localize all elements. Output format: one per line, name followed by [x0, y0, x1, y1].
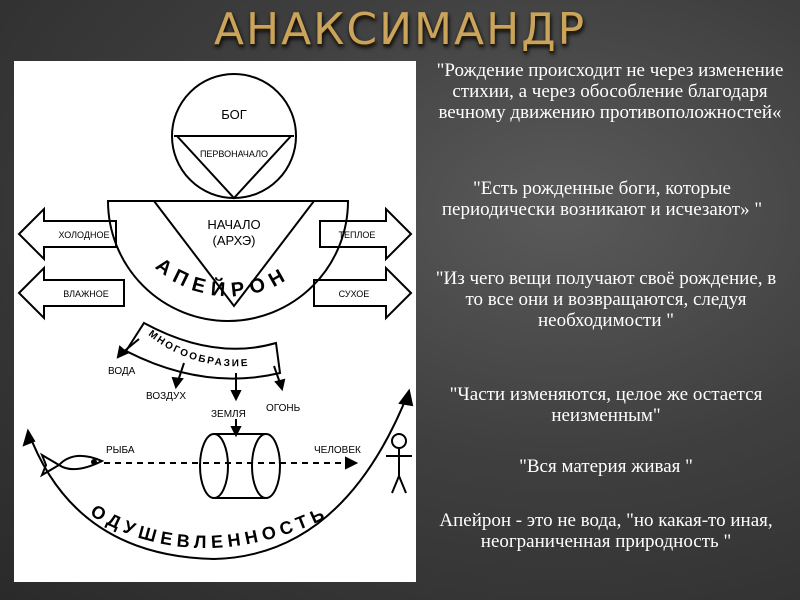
- god-label: БОГ: [221, 107, 247, 122]
- human-icon: [386, 433, 412, 494]
- air-label: ВОЗДУХ: [146, 391, 186, 402]
- apeiron-diagram: БОГ ПЕРВОНАЧАЛО НАЧАЛО (АРХЭ) АПЕЙРОН ХО…: [14, 61, 416, 582]
- fish-icon: [39, 452, 105, 478]
- svg-text:ХОЛОДНОЕ: ХОЛОДНОЕ: [59, 230, 110, 240]
- quote-4: "Части изменяются, целое же остается неи…: [449, 384, 763, 426]
- first-principle-label: ПЕРВОНАЧАЛО: [200, 149, 268, 159]
- svg-text:ВЛАЖНОЕ: ВЛАЖНОЕ: [63, 289, 109, 299]
- quote-5: "Вся материя живая ": [519, 456, 693, 477]
- quote-2: "Есть рожденные боги, которые периодичес…: [441, 178, 763, 220]
- matter-cylinder: [199, 433, 281, 499]
- dry-arrow: СУХОЕ: [313, 265, 413, 321]
- animation-arc: [27, 390, 410, 561]
- svg-text:СУХОЕ: СУХОЕ: [339, 289, 370, 299]
- svg-text:ТЕПЛОЕ: ТЕПЛОЕ: [339, 230, 376, 240]
- slide-title: АНАКСИМАНДР: [213, 4, 587, 55]
- human-label: ЧЕЛОВЕК: [314, 445, 361, 456]
- apeiron-label: АПЕЙРОН: [151, 254, 294, 302]
- wet-arrow: ВЛАЖНОЕ: [17, 265, 125, 321]
- apeiron-half-circle: [106, 200, 350, 322]
- water-label: ВОДА: [108, 366, 136, 377]
- cold-arrow: ХОЛОДНОЕ: [17, 206, 117, 262]
- earth-label: ЗЕМЛЯ: [211, 409, 246, 420]
- origin-triangle: [151, 200, 317, 308]
- warm-arrow: ТЕПЛОЕ: [319, 206, 413, 262]
- quote-6: Апейрон - это не вода, "но какая-то иная…: [439, 510, 773, 552]
- first-principle-triangle: [174, 135, 294, 200]
- fire-label: ОГОНЬ: [266, 403, 301, 414]
- diversity-band: [124, 321, 282, 380]
- quote-3: "Из чего вещи получают своё рождение, в …: [435, 268, 777, 331]
- fish-label: РЫБА: [106, 445, 135, 456]
- quote-1: "Рождение происходит не через изменение …: [436, 60, 784, 123]
- animation-label: ОДУШЕВЛЕННОСТЬ: [87, 501, 331, 552]
- origin-label-1: НАЧАЛО: [207, 217, 260, 232]
- origin-label-2: (АРХЭ): [213, 233, 256, 248]
